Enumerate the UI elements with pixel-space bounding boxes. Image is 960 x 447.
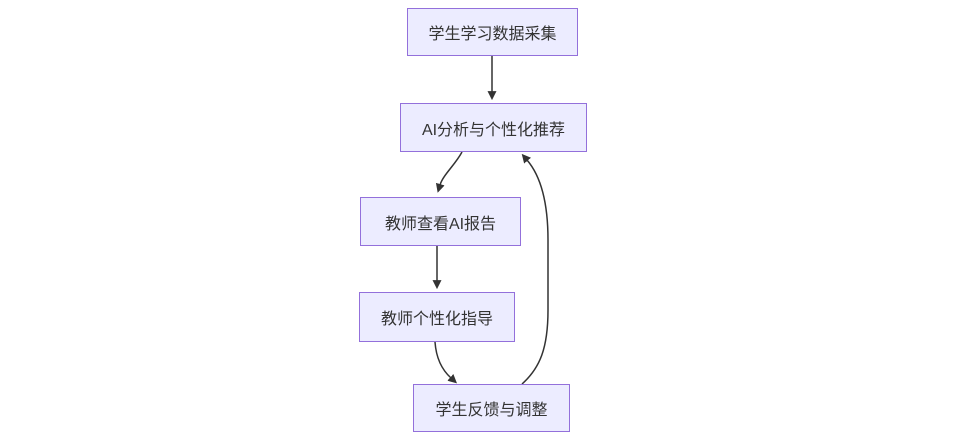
node-label: 学生学习数据采集 [428, 26, 557, 43]
flowchart-node-teacher-views-ai-report: 教师查看AI报告 [360, 197, 521, 246]
flowchart-node-teacher-personalized-guidance: 教师个性化指导 [359, 292, 515, 342]
edge-E-to-B-feedback-loop [521, 153, 549, 385]
node-label: 学生反馈与调整 [435, 402, 548, 419]
flowchart-node-ai-analysis-recommendation: AI分析与个性化推荐 [400, 103, 587, 152]
flowchart-node-student-data-collection: 学生学习数据采集 [407, 8, 578, 56]
edge-B-to-C [435, 151, 463, 193]
node-label: 教师查看AI报告 [384, 215, 497, 233]
node-label: 教师个性化指导 [380, 311, 493, 328]
edge-D-to-E [434, 341, 458, 384]
node-label: AI分析与个性化推荐 [421, 121, 566, 139]
flowchart-node-student-feedback-adjustment: 学生反馈与调整 [413, 384, 570, 432]
